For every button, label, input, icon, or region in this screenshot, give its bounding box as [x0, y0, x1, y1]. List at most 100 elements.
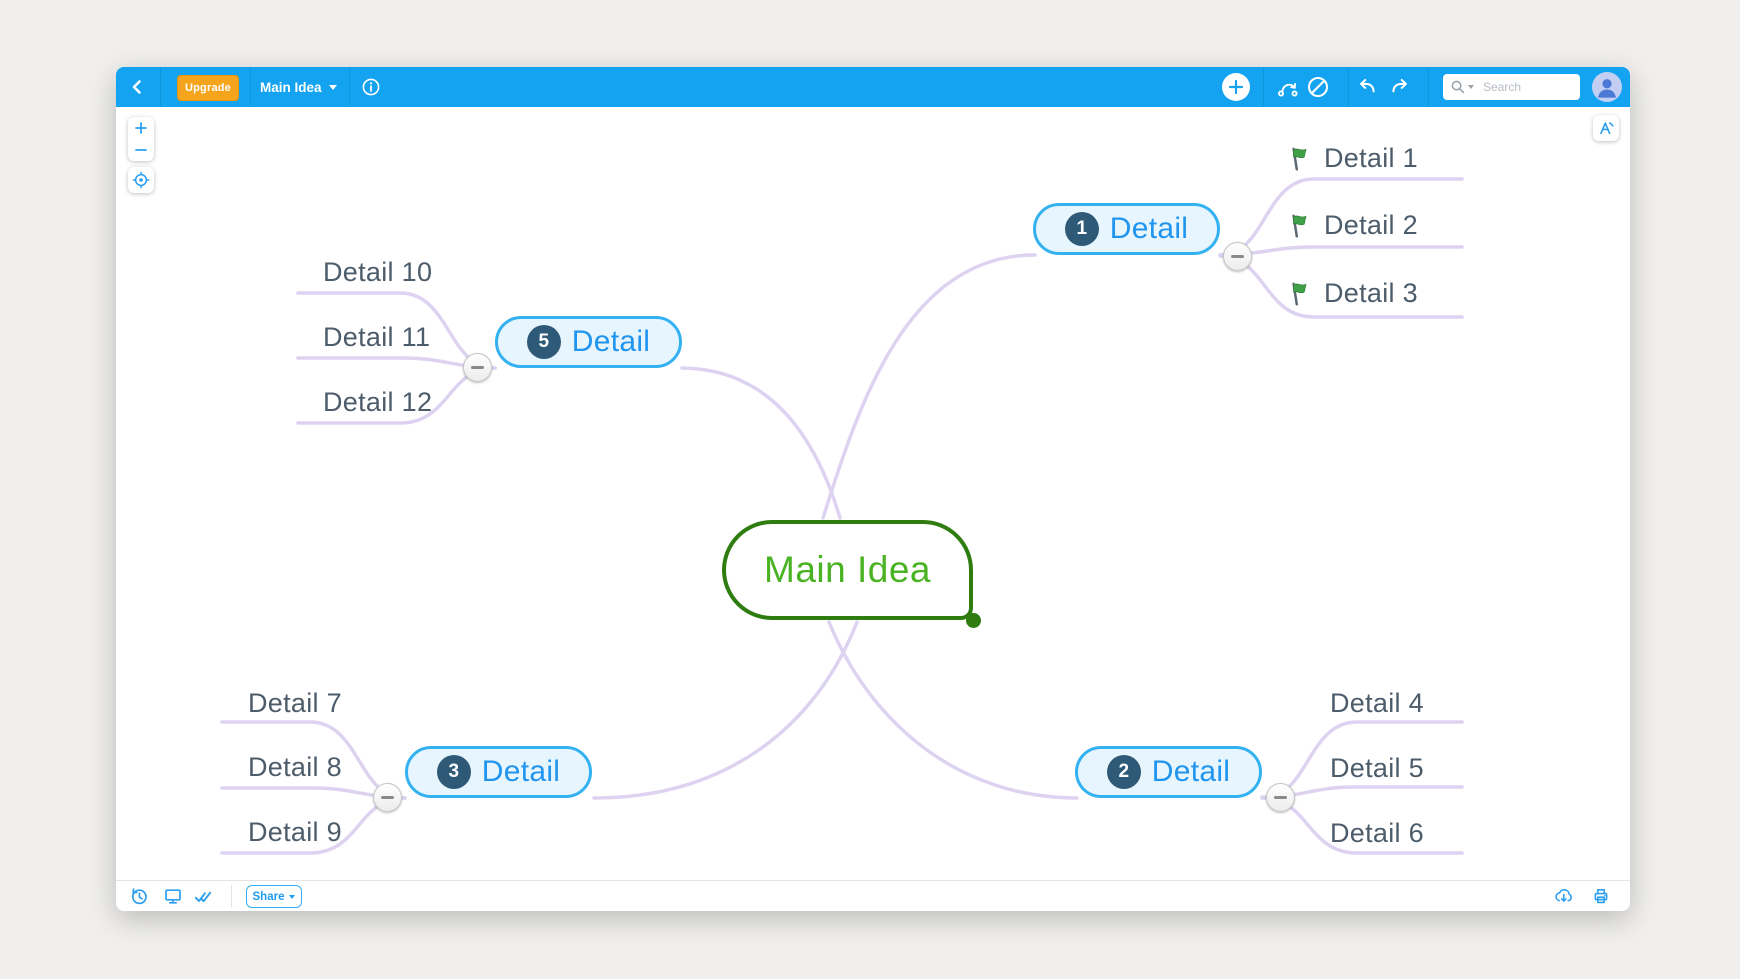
subtopic-node[interactable]: Detail 2: [1288, 208, 1418, 242]
monitor-icon: [163, 886, 183, 906]
collapse-button[interactable]: [463, 353, 492, 382]
undo-button[interactable]: [1355, 75, 1379, 99]
topic-node-2[interactable]: 2 Detail: [1075, 746, 1262, 798]
toolbar-separator: [1263, 67, 1264, 107]
subtopic-node[interactable]: Detail 1: [1288, 141, 1418, 175]
info-button[interactable]: [359, 75, 383, 99]
share-label: Share: [252, 890, 285, 903]
branch-curve: [592, 620, 859, 800]
undo-icon: [1356, 76, 1378, 98]
topic-number-badge: 1: [1064, 212, 1099, 246]
relationship-button[interactable]: [1276, 75, 1300, 99]
collapse-button[interactable]: [1266, 783, 1295, 812]
branch-curve: [827, 620, 1079, 800]
subtopic-node[interactable]: Detail 6: [1330, 816, 1424, 850]
toolbar-separator: [349, 67, 350, 107]
collapse-button[interactable]: [373, 783, 402, 812]
subtopic-node[interactable]: Detail 10: [323, 255, 432, 289]
topic-number-badge: 5: [526, 325, 561, 359]
cancel-connection-button[interactable]: [1306, 75, 1330, 99]
subtopic-label: Detail 6: [1330, 817, 1424, 848]
subtopic-node[interactable]: Detail 4: [1330, 686, 1424, 720]
app-window: Upgrade Main Idea: [116, 67, 1630, 911]
relationship-icon: [1276, 75, 1300, 99]
root-topic[interactable]: Main Idea: [722, 520, 973, 620]
redo-icon: [1389, 76, 1411, 98]
cancel-icon: [1306, 75, 1330, 99]
root-connection-dot[interactable]: [966, 613, 981, 628]
subtopic-label: Detail 12: [323, 386, 433, 417]
toolbar-separator: [1428, 67, 1429, 107]
topic-node-5[interactable]: 5 Detail: [495, 316, 682, 368]
caret-down-icon: [328, 84, 337, 90]
crosshair-icon: [132, 171, 150, 189]
print-button[interactable]: [1591, 886, 1611, 906]
topic-number-badge: 2: [1106, 755, 1141, 789]
history-button[interactable]: [129, 886, 149, 906]
add-topic-button[interactable]: [1222, 73, 1250, 101]
zoom-in-button[interactable]: [128, 117, 154, 139]
green-flag-icon: [1288, 212, 1315, 239]
search-input[interactable]: [1443, 74, 1580, 100]
subtopic-label: Detail 2: [1324, 209, 1418, 240]
subtopic-node[interactable]: Detail 11: [323, 320, 430, 354]
toolbar-separator: [250, 67, 251, 107]
branch-curve: [680, 366, 842, 520]
search-box: [1443, 74, 1580, 100]
subtopic-node[interactable]: Detail 9: [248, 815, 342, 849]
plus-icon: [134, 121, 148, 135]
subtopic-label: Detail 7: [248, 687, 342, 718]
map-title: Main Idea: [260, 79, 322, 95]
user-avatar[interactable]: [1592, 72, 1622, 102]
subtopic-label: Detail 1: [1324, 142, 1418, 173]
toolbar-separator: [231, 885, 232, 907]
upgrade-label: Upgrade: [184, 82, 232, 94]
checkmarks-button[interactable]: [193, 886, 213, 906]
style-panel-button[interactable]: [1593, 115, 1619, 141]
presentation-button[interactable]: [163, 886, 183, 906]
plus-icon: [1222, 73, 1250, 101]
green-flag-icon: [1288, 145, 1315, 172]
branch-curve: [821, 253, 1037, 520]
share-button[interactable]: Share: [246, 885, 302, 908]
root-topic-label: Main Idea: [764, 549, 931, 590]
topic-label: Detail: [1151, 755, 1231, 788]
printer-icon: [1591, 886, 1611, 906]
double-check-icon: [193, 886, 213, 906]
green-flag-icon: [1288, 280, 1315, 307]
upgrade-button[interactable]: Upgrade: [177, 75, 239, 101]
caret-down-icon: [289, 894, 296, 899]
redo-button[interactable]: [1388, 75, 1412, 99]
collapse-button[interactable]: [1223, 242, 1252, 271]
map-title-menu[interactable]: Main Idea: [254, 67, 343, 107]
subtopic-label: Detail 8: [248, 751, 342, 782]
subtopic-node[interactable]: Detail 5: [1330, 751, 1424, 785]
toolbar-separator: [1348, 67, 1349, 107]
topic-number-badge: 3: [436, 755, 471, 789]
subtopic-label: Detail 9: [248, 816, 342, 847]
back-button[interactable]: [124, 74, 150, 100]
subtopic-label: Detail 10: [323, 256, 433, 287]
subtopic-label: Detail 11: [323, 321, 431, 352]
subtopic-label: Detail 3: [1324, 277, 1418, 308]
bottom-toolbar: Share: [116, 880, 1630, 911]
download-button[interactable]: [1553, 886, 1573, 906]
subtopic-node[interactable]: Detail 7: [248, 686, 342, 720]
subtopic-node[interactable]: Detail 3: [1288, 276, 1418, 310]
history-icon: [129, 886, 149, 906]
info-icon: [361, 77, 381, 97]
subtopic-label: Detail 4: [1330, 687, 1424, 718]
topic-node-3[interactable]: 3 Detail: [405, 746, 592, 798]
topic-node-1[interactable]: 1 Detail: [1033, 203, 1220, 255]
topic-label: Detail: [481, 755, 561, 788]
subtopic-node[interactable]: Detail 12: [323, 385, 432, 419]
top-toolbar: Upgrade Main Idea: [116, 67, 1630, 107]
toolbar-separator: [160, 67, 161, 107]
subtopic-node[interactable]: Detail 8: [248, 750, 342, 784]
zoom-out-button[interactable]: [128, 139, 154, 161]
mindmap-canvas[interactable]: Main Idea 1 Detail 2 Detail 3 Detail 5 D…: [116, 107, 1630, 881]
center-map-button[interactable]: [128, 167, 154, 193]
minus-icon: [134, 143, 148, 157]
child-curve: [1218, 245, 1464, 257]
cloud-download-icon: [1553, 886, 1573, 906]
